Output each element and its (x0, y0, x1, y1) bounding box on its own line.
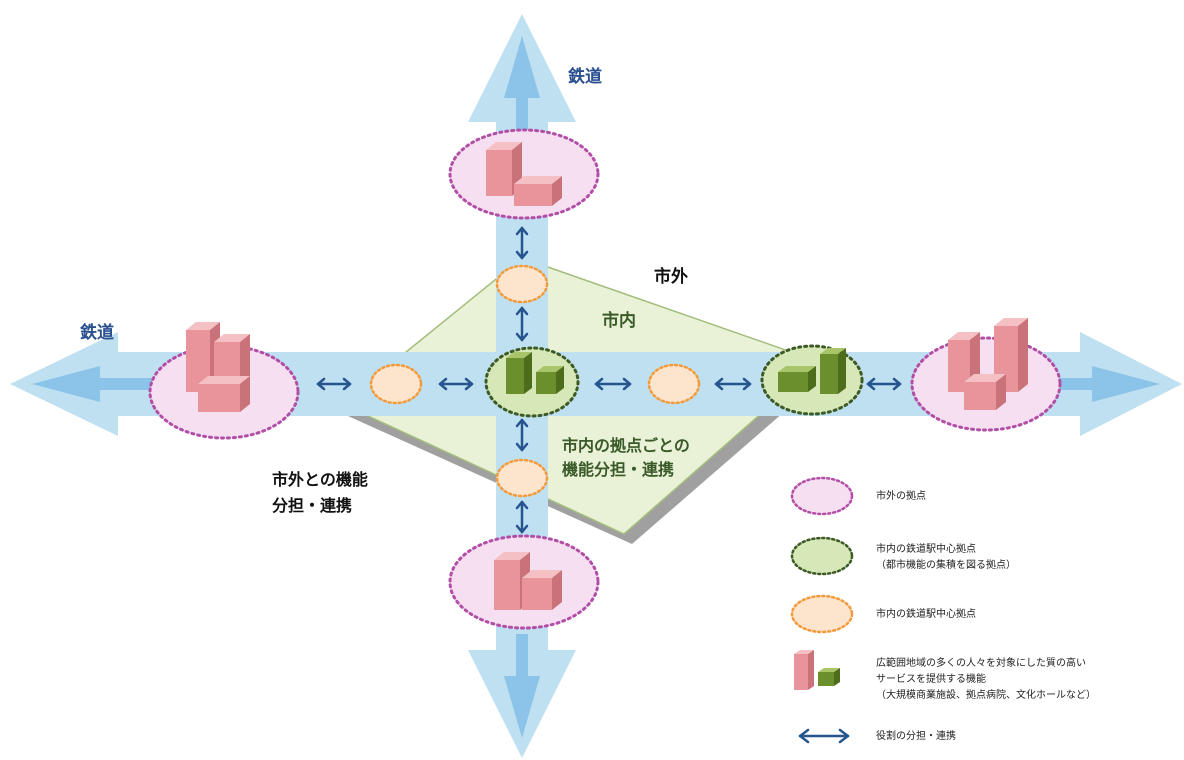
link-arrow-h3 (594, 377, 632, 391)
link-arrow-h5 (866, 377, 902, 391)
rail-label-top: 鉄道 (568, 67, 602, 87)
outer-link-label-line2: 分担・連携 (272, 496, 353, 515)
link-arrow-v3 (515, 418, 529, 452)
minor-hub-east (647, 363, 701, 405)
inner-link-label-line1: 市内の拠点ごとの (562, 436, 690, 455)
legend-major-hub-text-line2: （都市機能の集積を図る拠点） (876, 560, 1016, 571)
inside-city-label: 市内 (602, 311, 636, 331)
legend-facility-icon (794, 650, 840, 690)
link-arrow-v1 (515, 226, 529, 260)
building-icon-right (948, 318, 1028, 410)
outer-link-label-line1: 市外との機能 (272, 470, 368, 489)
green-building-icon-center (506, 352, 564, 394)
legend-outer-hub-text: 市外の拠点 (876, 491, 926, 502)
legend-outer-hub-swatch (790, 476, 854, 516)
green-building-icon-right (778, 348, 846, 394)
legend-facility-text-line3: （大規模商業施設、拠点病院、文化ホールなど） (876, 690, 1096, 701)
legend-link-text: 役割の分担・連携 (876, 731, 956, 742)
link-arrow-h1 (316, 377, 352, 391)
minor-hub-west (369, 363, 423, 405)
building-icon-bottom (494, 552, 562, 610)
minor-hub-south (495, 458, 549, 498)
legend-minor-hub-text: 市内の鉄道駅中心拠点 (876, 609, 976, 620)
building-icon-left (186, 322, 250, 412)
legend-link-arrow (798, 728, 850, 744)
legend-facility-text-line2: サービスを提供する機能 (876, 674, 986, 685)
link-arrow-v2 (515, 306, 529, 342)
outside-city-label: 市外 (654, 267, 688, 287)
legend-minor-hub-swatch (790, 594, 854, 634)
link-arrow-v4 (515, 500, 529, 534)
rail-label-left: 鉄道 (80, 323, 114, 343)
inner-link-label-line2: 機能分担・連携 (562, 460, 675, 479)
link-arrow-h2 (438, 377, 474, 391)
link-arrow-h4 (714, 377, 752, 391)
legend-major-hub-swatch (790, 536, 854, 576)
building-icon-top (486, 142, 562, 206)
minor-hub-north (495, 264, 549, 304)
legend-facility-text-line1: 広範囲地域の多くの人々を対象にした質の高い (876, 658, 1086, 669)
legend-major-hub-text-line1: 市内の鉄道駅中心拠点 (876, 544, 976, 555)
